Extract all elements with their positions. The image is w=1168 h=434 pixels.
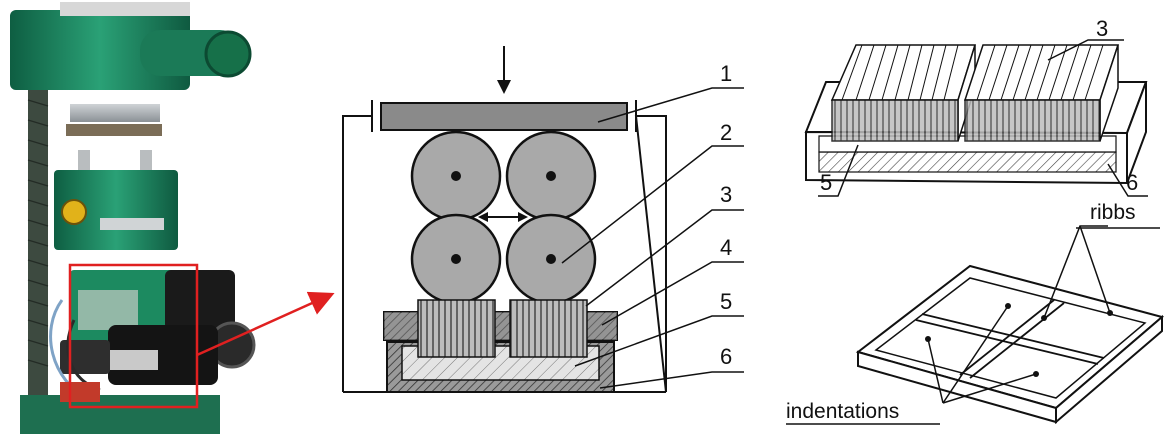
tray-label-6: 6 — [1126, 170, 1138, 195]
ribbs — [915, 299, 1105, 379]
label-2: 2 — [720, 120, 732, 145]
label-6: 6 — [720, 344, 732, 369]
top-plate — [380, 102, 628, 131]
double-headed-arrow-icon — [478, 212, 528, 222]
down-arrow-icon — [497, 46, 511, 94]
highlight-box — [68, 263, 199, 409]
frame-top — [855, 264, 1165, 410]
gearbox — [165, 270, 235, 330]
sample-left — [417, 299, 496, 358]
outer-frame — [342, 115, 667, 393]
label-3: 3 — [720, 182, 732, 207]
ribbs-label: ribbs — [1090, 201, 1136, 224]
label-1: 1 — [720, 61, 732, 86]
label-5: 5 — [720, 289, 732, 314]
tray-liner — [818, 151, 1117, 173]
upper-platen — [70, 104, 160, 122]
machine-photo — [10, 2, 335, 434]
threaded-column — [28, 40, 48, 430]
warning-sticker-icon — [61, 199, 87, 225]
rollers — [410, 130, 597, 305]
top-frame — [10, 10, 190, 90]
section-diagram: 1 2 3 4 5 6 — [342, 46, 744, 393]
sample-blocks — [830, 44, 1120, 142]
label-4: 4 — [720, 235, 732, 260]
indentations-label: indentations — [786, 400, 899, 423]
zoom-arrow — [196, 291, 335, 357]
tray-label-5: 5 — [820, 170, 832, 195]
tray-diagram: 3 5 6 — [804, 16, 1148, 197]
frame-diagram: ribbs indentations — [786, 201, 1165, 425]
sample-right — [509, 299, 588, 358]
tray-label-3: 3 — [1096, 16, 1108, 41]
